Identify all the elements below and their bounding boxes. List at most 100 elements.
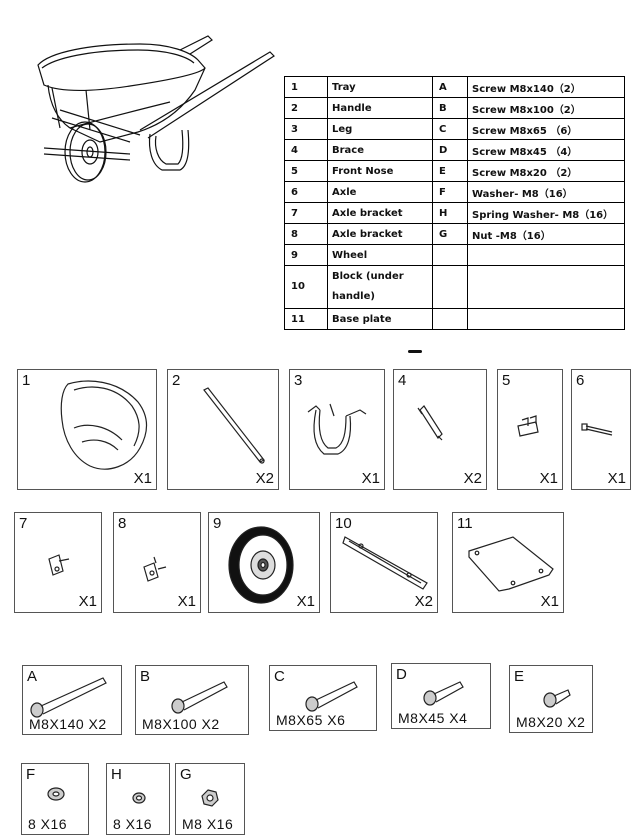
parts-table-cell-letter: H xyxy=(432,202,468,224)
parts-table-cell-letter: G xyxy=(432,223,468,245)
parts-table-cell-part: Axle xyxy=(327,181,433,203)
component-box-nose: 5 X1 xyxy=(497,369,563,490)
parts-table-cell-letter: C xyxy=(432,118,468,140)
axle-part xyxy=(581,423,613,436)
hardware-box-f: F 8 X16 xyxy=(21,763,89,835)
parts-table-cell-num: 6 xyxy=(284,181,328,203)
leg-part xyxy=(307,403,367,455)
component-qty: X2 xyxy=(414,593,433,610)
screw-hardware xyxy=(305,681,358,712)
handle-part xyxy=(203,387,265,464)
screw-hardware xyxy=(30,677,107,718)
hardware-box-c: C M8X65 X6 xyxy=(269,665,377,731)
parts-table-cell-num: 4 xyxy=(284,139,328,161)
component-box-block: 10 X2 xyxy=(330,512,438,613)
hardware-letter: F xyxy=(26,766,36,783)
component-number: 4 xyxy=(398,372,407,389)
parts-table-cell-letter xyxy=(432,308,468,330)
parts-table-cell-letter xyxy=(432,265,468,309)
hardware-spec: 8 X16 xyxy=(113,816,153,832)
parts-table-cell-hw xyxy=(467,244,625,266)
parts-table-cell-hw: Screw M8x20 （2） xyxy=(467,160,625,182)
washer-hardware xyxy=(132,792,146,804)
hardware-box-e: E M8X20 X2 xyxy=(509,665,593,733)
parts-table-cell-num: 8 xyxy=(284,223,328,245)
axle-bracket-part xyxy=(143,556,167,582)
front-nose-part xyxy=(517,415,539,437)
parts-table-cell-part: Leg xyxy=(327,118,433,140)
component-number: 6 xyxy=(576,372,585,389)
hardware-spec: M8 X16 xyxy=(182,816,234,832)
hardware-spec: M8X140 X2 xyxy=(29,716,107,732)
screw-hardware xyxy=(171,681,228,714)
hardware-letter: C xyxy=(274,668,285,685)
component-number: 11 xyxy=(457,515,473,532)
hardware-letter: D xyxy=(396,666,407,683)
parts-table-cell-num: 3 xyxy=(284,118,328,140)
hardware-box-a: A M8X140 X2 xyxy=(22,665,122,735)
parts-table-cell-hw xyxy=(467,308,625,330)
hardware-box-g: G M8 X16 xyxy=(175,763,245,835)
parts-table-cell-part: Brace xyxy=(327,139,433,161)
component-box-brace: 4 X2 xyxy=(393,369,487,490)
component-number: 7 xyxy=(19,515,28,532)
wheelbarrow-illustration xyxy=(37,35,275,183)
parts-table-cell-hw: Screw M8x65 （6） xyxy=(467,118,625,140)
component-number: 1 xyxy=(22,372,31,389)
parts-table-cell-part: Block (under handle) xyxy=(327,265,433,309)
hardware-letter: E xyxy=(514,668,525,685)
component-qty: X1 xyxy=(177,593,196,610)
screw-hardware xyxy=(543,689,571,708)
tray-part xyxy=(60,380,148,470)
component-qty: X1 xyxy=(78,593,97,610)
hardware-letter: G xyxy=(180,766,192,783)
hardware-box-h: H 8 X16 xyxy=(106,763,170,835)
component-number: 10 xyxy=(335,515,352,532)
parts-table-cell-hw: Screw M8x45 （4） xyxy=(467,139,625,161)
parts-table-cell-letter: D xyxy=(432,139,468,161)
component-qty: X2 xyxy=(463,470,482,487)
hardware-box-d: D M8X45 X4 xyxy=(391,663,491,729)
hardware-spec: 8 X16 xyxy=(28,816,68,832)
parts-table-cell-part: Tray xyxy=(327,76,433,98)
hardware-letter: B xyxy=(140,668,151,685)
component-qty: X2 xyxy=(255,470,274,487)
component-box-axle: 6 X1 xyxy=(571,369,631,490)
component-qty: X1 xyxy=(607,470,626,487)
parts-table-cell-num: 2 xyxy=(284,97,328,119)
hardware-spec: M8X100 X2 xyxy=(142,716,220,732)
parts-table-cell-letter: E xyxy=(432,160,468,182)
nut-hardware xyxy=(201,789,219,807)
component-qty: X1 xyxy=(296,593,315,610)
divider-mark xyxy=(408,350,422,353)
screw-hardware xyxy=(423,681,464,706)
hardware-spec: M8X20 X2 xyxy=(516,714,586,730)
parts-table-cell-letter: F xyxy=(432,181,468,203)
wheel-part xyxy=(228,526,294,604)
component-qty: X1 xyxy=(361,470,380,487)
parts-table-cell-letter: A xyxy=(432,76,468,98)
parts-table-cell-hw: Screw M8x100（2） xyxy=(467,97,625,119)
parts-table-cell-num: 9 xyxy=(284,244,328,266)
parts-table-cell-part: Base plate xyxy=(327,308,433,330)
parts-table-cell-letter xyxy=(432,244,468,266)
parts-table-cell-num: 7 xyxy=(284,202,328,224)
washer-hardware xyxy=(47,787,65,801)
component-box-tray: 1 X1 xyxy=(17,369,157,490)
hardware-spec: M8X65 X6 xyxy=(276,712,346,728)
component-box-leg: 3 X1 xyxy=(289,369,385,490)
component-number: 8 xyxy=(118,515,127,532)
component-box-handle: 2 X2 xyxy=(167,369,279,490)
component-number: 2 xyxy=(172,372,181,389)
block-part xyxy=(342,536,428,590)
parts-table-cell-part: Axle bracket xyxy=(327,202,433,224)
